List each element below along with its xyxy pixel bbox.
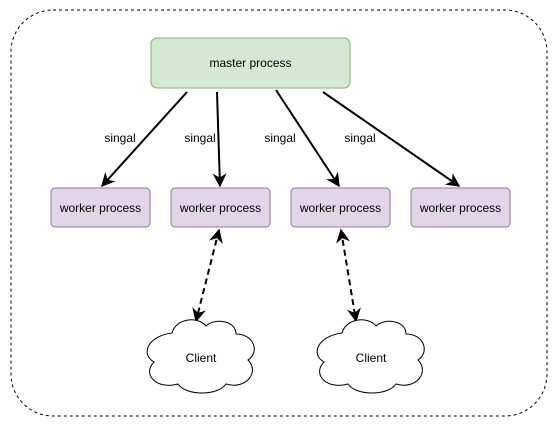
worker-process-label-1: worker process [59, 201, 141, 215]
worker-process-node-1: worker process [50, 187, 151, 228]
signal-arrow-3 [275, 89, 340, 188]
cloud-icon [316, 319, 425, 394]
signal-arrow-4 [322, 91, 461, 187]
signal-arrow-1 [101, 91, 188, 188]
worker-process-label-3: worker process [299, 201, 381, 215]
client-connections [192, 228, 361, 323]
signal-label-3: singal [264, 131, 295, 145]
signal-arrows [101, 89, 461, 188]
worker-process-box-4 [410, 187, 511, 228]
worker-process-node-3: worker process [290, 187, 391, 228]
signal-label-4: singal [344, 131, 375, 145]
signal-label-1: singal [104, 131, 135, 145]
worker-process-node-4: worker process [410, 187, 511, 228]
client-connection-1 [192, 228, 223, 323]
worker-process-box-3 [290, 187, 391, 228]
master-process-box [150, 37, 351, 89]
worker-process-box-1 [50, 187, 151, 228]
signal-label-2: singal [184, 131, 215, 145]
worker-process-node-2: worker process [170, 187, 271, 228]
master-process-label: master process [209, 56, 291, 70]
system-boundary [10, 9, 548, 417]
cloud-icon [146, 319, 255, 394]
client-node-2: Client [316, 319, 425, 394]
client-connection-2 [336, 228, 361, 323]
worker-process-label-2: worker process [179, 201, 261, 215]
signal-labels: singal singal singal singal [104, 131, 375, 145]
signal-arrow-2 [212, 91, 227, 188]
worker-process-label-4: worker process [419, 201, 501, 215]
client-label-1: Client [186, 351, 217, 365]
client-node-1: Client [146, 319, 255, 394]
client-label-2: Client [356, 351, 387, 365]
master-process-node: master process [150, 37, 351, 89]
worker-process-box-2 [170, 187, 271, 228]
